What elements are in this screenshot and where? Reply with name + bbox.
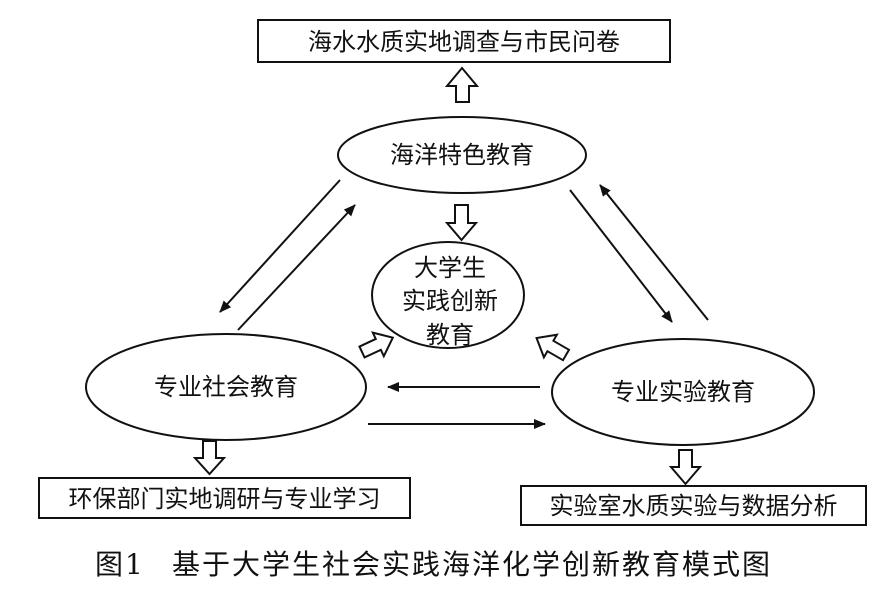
hollow-arrow-down-to-lab: [668, 449, 703, 486]
figure-number: 图1: [95, 548, 145, 581]
marine-education-node: 海洋特色教育: [337, 116, 587, 194]
social-education-node: 专业社会教育: [85, 333, 367, 441]
social-education-ellipse: [85, 333, 367, 441]
experiment-education-ellipse: [551, 338, 815, 446]
innovation-label-line3: 教育: [426, 321, 474, 349]
experiment-education-label: 专业实验教育: [611, 378, 755, 406]
marine-education-ellipse: [337, 116, 587, 194]
hollow-arrow-up-to-survey: [444, 66, 480, 103]
lab-analysis-box: 实验室水质实验与数据分析: [520, 485, 867, 526]
field-study-box-frame: [38, 477, 411, 519]
top-box: 海水水质实地调查与市民问卷: [257, 19, 671, 63]
lab-analysis-label: 实验室水质实验与数据分析: [550, 492, 838, 520]
arrow-experiment-to-marine: [599, 184, 709, 321]
lab-analysis-box-frame: [520, 485, 867, 526]
hollow-arrow-down-to-center: [444, 204, 479, 242]
hollow-arrow-down-to-field-study: [192, 440, 227, 476]
arrow-social-to-marine: [237, 204, 356, 331]
hollow-arrow-social-to-center: [358, 331, 395, 359]
top-box-label: 海水水质实地调查与市民问卷: [308, 28, 620, 56]
arrow-marine-to-experiment: [569, 189, 673, 323]
social-education-label: 专业社会教育: [154, 373, 298, 401]
experiment-education-node: 专业实验教育: [551, 338, 815, 446]
innovation-education-node: 大学生 实践创新 教育: [371, 241, 525, 349]
marine-education-label: 海洋特色教育: [390, 141, 534, 169]
top-box-frame: [257, 19, 671, 63]
figure-caption: 基于大学生社会实践海洋化学创新教育模式图: [172, 548, 772, 581]
field-study-box: 环保部门实地调研与专业学习: [38, 477, 411, 519]
innovation-label-line1: 大学生: [414, 254, 486, 282]
innovation-label-line2: 实践创新: [402, 287, 498, 315]
hollow-arrow-experiment-to-center: [535, 333, 571, 362]
innovation-education-ellipse: [371, 241, 525, 349]
arrow-marine-to-social: [219, 179, 341, 313]
field-study-label: 环保部门实地调研与专业学习: [69, 485, 381, 513]
